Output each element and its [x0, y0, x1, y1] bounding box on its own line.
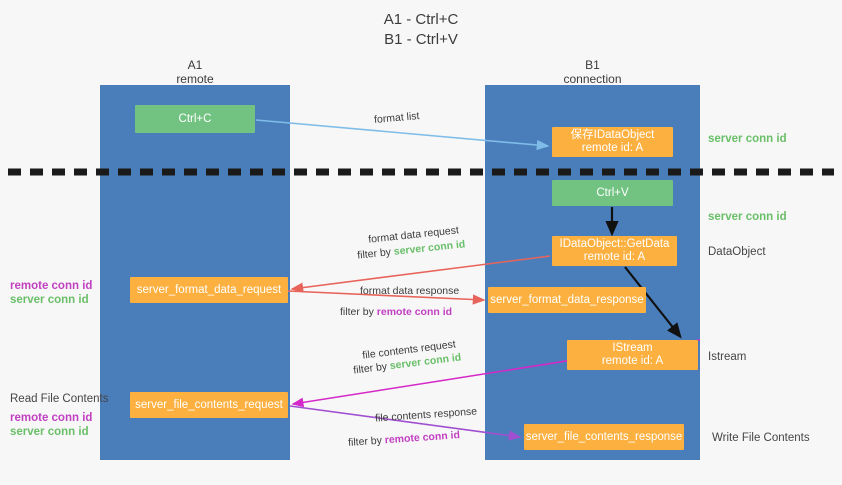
- box-ctrl-c-label: Ctrl+C: [178, 112, 212, 125]
- note-conn-id-block-top: remote conn id server conn id: [10, 279, 92, 307]
- box-istream[interactable]: IStream remote id: A: [567, 340, 698, 370]
- edge-label-file-contents-response: file contents response: [374, 405, 478, 425]
- note-server-conn-id-second: server conn id: [708, 211, 787, 223]
- box-server-file-contents-response[interactable]: server_file_contents_response: [524, 424, 684, 450]
- title-line-2: B1 - Ctrl+V: [384, 31, 458, 48]
- note-istream: Istream: [708, 351, 747, 363]
- note-remote-conn-id-bottom: remote conn id: [10, 412, 93, 424]
- filter-remote-conn-id-2: remote conn id: [384, 429, 461, 447]
- note-remote-conn-id-top: remote conn id: [10, 280, 93, 292]
- box-ctrl-c[interactable]: Ctrl+C: [135, 105, 255, 133]
- edge-label-format-list: format list: [373, 110, 420, 126]
- edge-label-format-data-response: format data response: [360, 285, 460, 297]
- box-server-file-contents-request-label: server_file_contents_request: [135, 398, 283, 411]
- box-istream-line1: IStream: [612, 342, 653, 354]
- box-ctrl-v[interactable]: Ctrl+V: [552, 180, 673, 206]
- lane-a1-name: A1: [187, 58, 203, 72]
- lane-header-a1: A1 remote: [100, 58, 290, 86]
- title-line-1: A1 - Ctrl+C: [383, 11, 459, 28]
- box-server-file-contents-request[interactable]: server_file_contents_request: [130, 392, 288, 418]
- box-getdata-line2: remote id: A: [583, 251, 646, 263]
- note-write-file-contents: Write File Contents: [712, 432, 810, 444]
- edge-label-file-contents-response-filter: filter by remote conn id: [348, 428, 461, 450]
- lane-header-b1: B1 connection: [485, 58, 700, 86]
- note-server-conn-id-top: server conn id: [708, 133, 787, 145]
- box-save-idataobject-line1: 保存IDataObject: [570, 129, 655, 141]
- box-idataobject-getdata[interactable]: IDataObject::GetData remote id: A: [552, 236, 677, 266]
- box-server-format-data-request-label: server_format_data_request: [136, 283, 282, 296]
- filter-prefix-2: filter by: [340, 306, 377, 318]
- page-title: A1 - Ctrl+C B1 - Ctrl+V: [0, 10, 842, 50]
- filter-prefix-1: filter by: [356, 245, 395, 262]
- lane-a1-role: remote: [176, 72, 214, 86]
- note-dataobject: DataObject: [708, 246, 766, 258]
- filter-remote-conn-id-1: remote conn id: [376, 306, 453, 318]
- edge-label-format-data-response-filter: filter by remote conn id: [340, 305, 452, 319]
- box-server-format-data-response[interactable]: server_format_data_response: [488, 287, 646, 313]
- note-server-conn-id-left-top: server conn id: [10, 294, 89, 306]
- box-save-idataobject-line2: remote id: A: [581, 142, 644, 154]
- lane-b1-name: B1: [585, 58, 600, 72]
- box-getdata-line1: IDataObject::GetData: [559, 238, 670, 250]
- box-server-format-data-response-label: server_format_data_response: [490, 293, 644, 306]
- box-server-file-contents-response-label: server_file_contents_response: [525, 430, 683, 443]
- note-read-file-contents: Read File Contents: [10, 393, 109, 405]
- box-istream-line2: remote id: A: [601, 355, 664, 367]
- lane-b1-role: connection: [563, 72, 622, 86]
- box-server-format-data-request[interactable]: server_format_data_request: [130, 277, 288, 303]
- filter-prefix-4: filter by: [347, 434, 386, 449]
- note-server-conn-id-left-bottom: server conn id: [10, 426, 89, 438]
- box-ctrl-v-label: Ctrl+V: [596, 186, 629, 199]
- filter-prefix-3: filter by: [352, 360, 391, 377]
- box-save-idataobject[interactable]: 保存IDataObject remote id: A: [552, 127, 673, 157]
- note-conn-id-block-bottom: remote conn id server conn id: [10, 411, 92, 439]
